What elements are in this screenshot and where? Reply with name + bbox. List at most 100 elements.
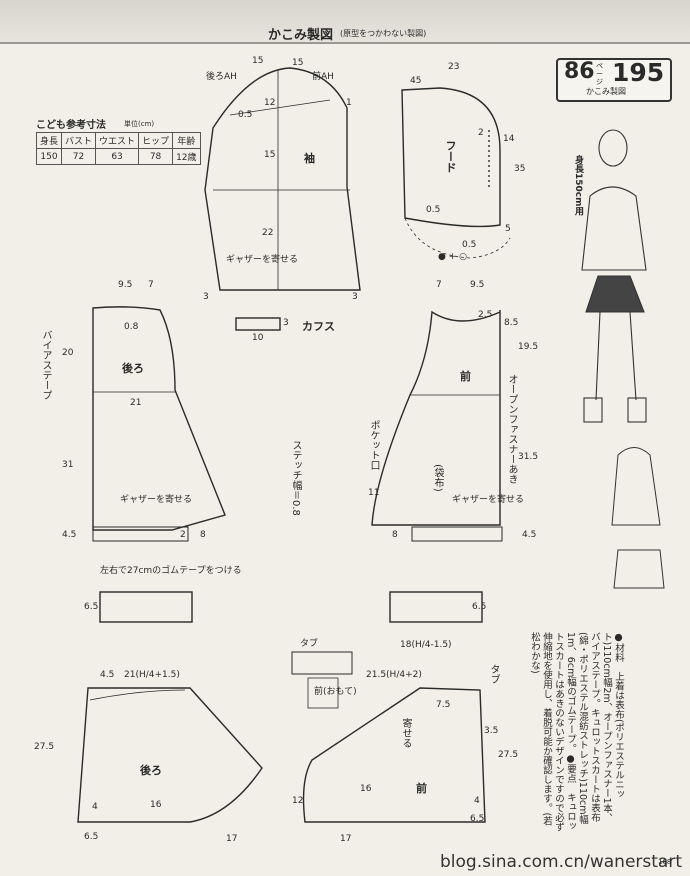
dim-label: 15 xyxy=(292,58,304,68)
waistband-back xyxy=(99,591,193,623)
dim-label: 5 xyxy=(505,224,511,234)
cuff-piece xyxy=(235,317,281,331)
dim-label: 7.5 xyxy=(436,700,451,710)
back-armhole-label: 後ろAH xyxy=(206,72,237,82)
size-table-header-row: 身長 バスト ウエスト ヒップ 年齢 xyxy=(35,132,201,149)
size-value: 12歳 xyxy=(172,148,201,165)
dim-label: 4.5 xyxy=(62,530,77,540)
dim-label: 15 xyxy=(252,56,264,66)
dim-label: 16 xyxy=(150,800,162,810)
hood-dots: ● + ○ xyxy=(438,252,467,262)
culotte-back-label: 後ろ xyxy=(140,764,162,777)
dim-label: 27.5 xyxy=(498,750,519,760)
dim-label: 14 xyxy=(503,134,515,144)
front-bodice-piece xyxy=(371,310,501,526)
dim-label: 2 xyxy=(180,530,186,540)
culotte-front-label: 前 xyxy=(416,782,427,795)
dim-label: 0.5 xyxy=(238,110,253,120)
dim-label: 17 xyxy=(340,834,352,844)
dim-label: 6.5 xyxy=(472,602,487,612)
dim-label: 3 xyxy=(283,318,289,328)
dim-label: 35 xyxy=(514,164,526,174)
model-figure xyxy=(581,129,647,423)
dim-label: 2 xyxy=(478,128,484,138)
tab-detail xyxy=(291,651,353,675)
footer-mark: 168 xyxy=(658,858,672,866)
dim-label: 45 xyxy=(410,76,422,86)
size-table-value-row: 150 72 63 78 12歳 xyxy=(35,148,201,165)
formula-label: 18(H/4-1.5) xyxy=(400,640,452,650)
size-header: 身長 xyxy=(35,132,63,149)
materials-text: ●材料 上着は表布(ポリエステルニット)110cm幅2m、オープンファスナー1本… xyxy=(529,632,624,832)
size-value: 150 xyxy=(35,148,63,165)
gather-label-back: ギャザーを寄せる xyxy=(120,495,193,505)
dim-label: 1 xyxy=(346,98,352,108)
header-bar xyxy=(0,0,690,44)
dim-label: 22 xyxy=(262,228,274,238)
dim-label: 11 xyxy=(368,488,380,498)
dim-label: 20 xyxy=(62,348,74,358)
size-value: 72 xyxy=(61,148,97,165)
dim-label: 31.5 xyxy=(518,452,539,462)
dim-label: 4.5 xyxy=(100,670,115,680)
dim-label: 3 xyxy=(203,292,209,302)
bias-tape-label: バイアステープ xyxy=(40,330,51,400)
sleeve-piece xyxy=(204,67,361,291)
hood-piece xyxy=(401,87,501,228)
gather-label-sleeve: ギャザーを寄せる xyxy=(226,255,299,265)
dim-label: 7 xyxy=(436,280,442,290)
front-armhole-label: 前AH xyxy=(312,72,334,82)
elastic-label: 左右で27cmのゴムテープをつける xyxy=(100,566,242,576)
page-badge-mid: ページ xyxy=(596,62,603,86)
culotte-back-piece xyxy=(77,687,263,823)
dim-label: 3.5 xyxy=(484,726,499,736)
dim-label: 8.5 xyxy=(504,318,519,328)
page-badge xyxy=(556,58,672,102)
size-header: 年齢 xyxy=(172,132,201,149)
size-value: 63 xyxy=(95,148,140,165)
page-badge-left: 86 xyxy=(564,59,595,84)
dim-label: 0.5 xyxy=(426,205,441,215)
pocket-cloth-label: (袋布) xyxy=(432,464,443,492)
size-table-unit: 単位(cm) xyxy=(124,120,155,128)
dim-label: 12 xyxy=(264,98,276,108)
page-badge-right: 195 xyxy=(612,58,665,87)
dim-label: 17 xyxy=(226,834,238,844)
size-table-title: こども参考寸法 xyxy=(36,120,106,131)
dim-label: 0.8 xyxy=(124,322,139,332)
culotte-front-piece xyxy=(302,687,486,823)
sleeve-label: 袖 xyxy=(304,152,315,165)
tab-label-2: タブ xyxy=(488,664,499,684)
formula-label: 21(H/4+1.5) xyxy=(124,670,180,680)
dim-label: 8 xyxy=(200,530,206,540)
model-height-label: 身長150cm用 xyxy=(573,155,583,216)
dim-label: 4.5 xyxy=(522,530,537,540)
waistband-front xyxy=(389,591,483,623)
stitch-label: ステッチ幅＝0.8 xyxy=(290,440,301,516)
dim-label: 27.5 xyxy=(34,742,55,752)
formula-label: 21.5(H/4+2) xyxy=(366,670,422,680)
dim-label: 6.5 xyxy=(84,602,99,612)
size-table: 身長 バスト ウエスト ヒップ 年齢 150 72 63 78 12歳 xyxy=(35,132,201,165)
dim-label: 4 xyxy=(474,796,480,806)
garment-sketch xyxy=(611,447,665,589)
gather-label-front: ギャザーを寄せる xyxy=(452,495,525,505)
tab-label: タブ xyxy=(300,639,319,649)
cuff-label: カフス xyxy=(302,320,335,333)
dim-label: 15 xyxy=(264,150,276,160)
front-bodice-label: 前 xyxy=(460,370,471,383)
dim-label: 7 xyxy=(148,280,154,290)
dim-label: 10 xyxy=(252,333,264,343)
gather-label-culotte: 寄せる xyxy=(400,718,411,748)
page-badge-caption: かこみ製図 xyxy=(586,87,626,96)
dim-label: 31 xyxy=(62,460,74,470)
pocket-label: ポケット口 xyxy=(368,420,379,470)
watermark: blog.sina.com.cn/wanerstart xyxy=(440,852,682,872)
dim-label: 3 xyxy=(352,292,358,302)
dim-label: 2.5 xyxy=(478,310,493,320)
dim-label: 9.5 xyxy=(118,280,133,290)
dim-label: 4 xyxy=(92,802,98,812)
front-face-label: 前(おもて) xyxy=(314,687,357,697)
